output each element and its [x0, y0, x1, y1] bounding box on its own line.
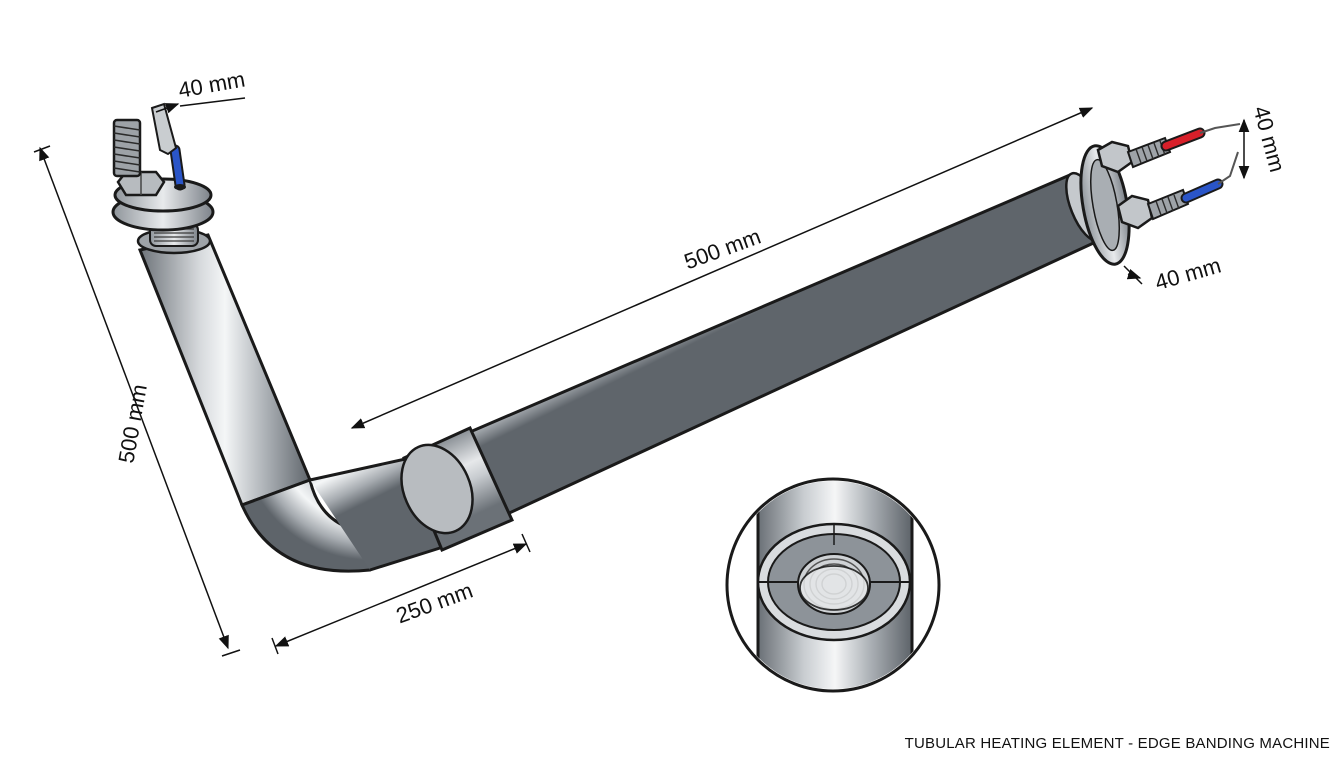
left-terminal-lug — [150, 102, 178, 156]
dim-label-right-terminal-bottom: 40 mm — [1152, 253, 1224, 296]
dim-label-top-left-terminal: 40 mm — [176, 66, 247, 102]
right-upper-hex-nut — [1096, 140, 1134, 174]
detail-inset — [725, 477, 941, 693]
heating-tube — [137, 171, 1105, 573]
dim-label-left-vertical: 500 mm — [113, 382, 151, 465]
left-terminal-assembly — [111, 102, 215, 255]
right-terminal-assembly — [1079, 123, 1241, 266]
tube-collar — [400, 426, 515, 552]
tube-vertical-leg — [137, 233, 312, 507]
diagram-caption: TUBULAR HEATING ELEMENT - EDGE BANDING M… — [904, 735, 1330, 752]
tube-main-segment — [468, 173, 1102, 518]
dim-label-main-horizontal: 500 mm — [681, 224, 764, 275]
dimension-lines — [33, 97, 1250, 657]
dim-label-right-terminal-top: 40 mm — [1248, 103, 1290, 174]
dim-label-bottom-leg: 250 mm — [393, 578, 476, 629]
